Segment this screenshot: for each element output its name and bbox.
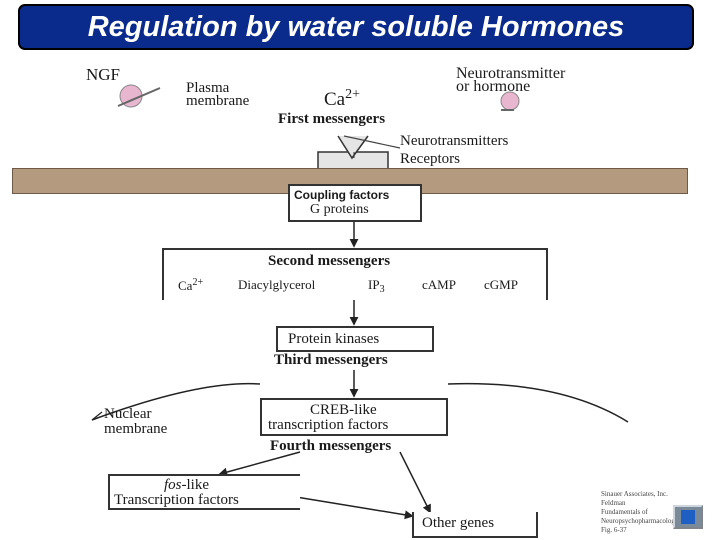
fos-like-box: fos-like Transcription factors xyxy=(108,474,300,510)
second-ip3: IP3 xyxy=(368,277,385,295)
fos-like-label-1: fos-like xyxy=(164,477,210,493)
protein-kinases-label: Protein kinases xyxy=(288,331,380,347)
credit-line-4: Neuropsychopharmacology xyxy=(601,517,679,525)
nt-receptors-label-2: Receptors xyxy=(400,151,460,167)
slide-title: Regulation by water soluble Hormones xyxy=(18,4,694,50)
credit-line-3: Fundamentals of xyxy=(601,508,648,516)
third-messengers-label: Third messengers xyxy=(274,352,388,368)
second-camp: cAMP xyxy=(422,277,456,292)
other-genes-box: Other genes xyxy=(412,512,538,538)
credit-line-5: Fig. 6-37 xyxy=(601,526,627,534)
ca-first-messenger: Ca2+ xyxy=(324,87,361,110)
next-slide-icon xyxy=(681,510,695,524)
ngf-label: NGF xyxy=(86,65,121,84)
protein-kinases-box: Protein kinases xyxy=(276,326,434,352)
second-messengers-label: Second messengers xyxy=(268,253,391,269)
first-messengers-label: First messengers xyxy=(278,111,386,127)
credit-line-1: Sinauer Associates, Inc. xyxy=(601,490,668,498)
nt-receptors-label-1: Neurotransmitters xyxy=(400,133,509,149)
nuclear-membrane-label-2: membrane xyxy=(104,421,168,437)
plasma-membrane-label-1: Plasma xyxy=(186,80,230,96)
second-ca: Ca2+ xyxy=(178,277,204,293)
next-slide-button[interactable] xyxy=(673,505,703,529)
second-messengers-box: Second messengers Ca2+ Diacylglycerol IP… xyxy=(162,248,548,300)
creb-label-2: transcription factors xyxy=(268,417,389,433)
fourth-messengers-label: Fourth messengers xyxy=(270,438,392,454)
creb-label-1: CREB-like xyxy=(310,402,377,418)
neurotransmitter-label-2: or hormone xyxy=(456,78,531,95)
coupling-factors-label: Coupling factors xyxy=(294,188,390,202)
nuclear-membrane-label-1: Nuclear xyxy=(104,406,152,422)
second-dag: Diacylglycerol xyxy=(238,277,316,292)
credit-line-2: Feldman xyxy=(601,499,626,507)
plasma-membrane-label-2: membrane xyxy=(186,93,250,109)
ngf-ligand-icon xyxy=(117,84,161,108)
creb-box: CREB-like transcription factors xyxy=(260,398,448,436)
image-credit: Sinauer Associates, Inc. Feldman Fundame… xyxy=(601,490,719,535)
neurotransmitter-label-1: Neurotransmitter xyxy=(456,65,566,82)
coupling-factors-box: Coupling factors G proteins xyxy=(288,184,422,222)
second-cgmp: cGMP xyxy=(484,277,518,292)
g-proteins-label: G proteins xyxy=(310,202,369,217)
fos-like-label-2: Transcription factors xyxy=(114,492,239,508)
other-genes-label: Other genes xyxy=(422,515,495,531)
neurotransmitter-ligand-icon xyxy=(500,91,520,111)
